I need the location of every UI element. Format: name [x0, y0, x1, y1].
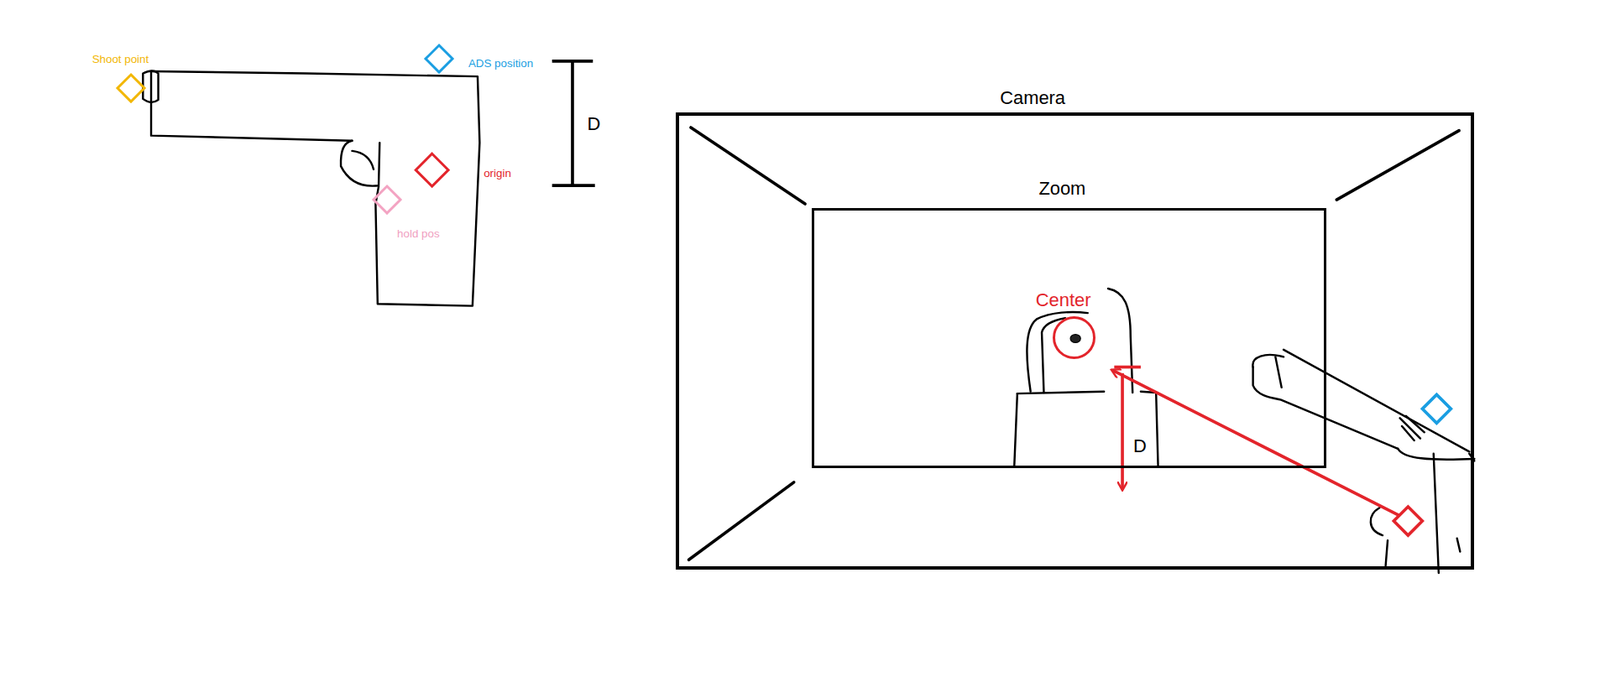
marker-diamond: ADS position	[424, 44, 454, 74]
marker-diamond: Shoot point	[116, 73, 146, 103]
center-circle: Center	[1052, 316, 1096, 360]
target-figure	[1014, 288, 1158, 468]
node-label: Center	[1035, 289, 1092, 311]
node-label: Shoot point	[92, 52, 150, 66]
origin-marker	[1393, 507, 1423, 536]
node-label: ADS position	[468, 57, 534, 70]
pistol-first-person	[1252, 350, 1475, 574]
dimension-label: D	[1133, 435, 1147, 457]
diamond-outline	[414, 152, 450, 188]
node-label: Camera	[999, 87, 1066, 109]
diamond-shape	[415, 154, 449, 188]
marker-diamond: hold pos	[372, 185, 402, 215]
diamond-outline	[424, 44, 454, 74]
node-label: origin	[483, 167, 512, 180]
node-label: hold pos	[397, 227, 440, 241]
pistol-side-view	[142, 70, 480, 306]
offset-arrows	[1112, 367, 1401, 517]
diamond-outline	[372, 185, 402, 215]
diamond-outline	[116, 73, 146, 103]
zoom-frame: ZoomCenter	[811, 208, 1327, 470]
marker-diamond: origin	[414, 152, 450, 188]
camera-frame: CameraZoomCenter	[675, 112, 1475, 570]
dimension-label: D	[587, 113, 602, 135]
diamond-shape	[373, 186, 401, 214]
diamond-shape	[117, 74, 145, 102]
perspective-lines	[689, 127, 1460, 560]
ads-marker	[1422, 394, 1451, 424]
node-label: Zoom	[1038, 177, 1086, 199]
diamond-shape	[425, 46, 453, 74]
